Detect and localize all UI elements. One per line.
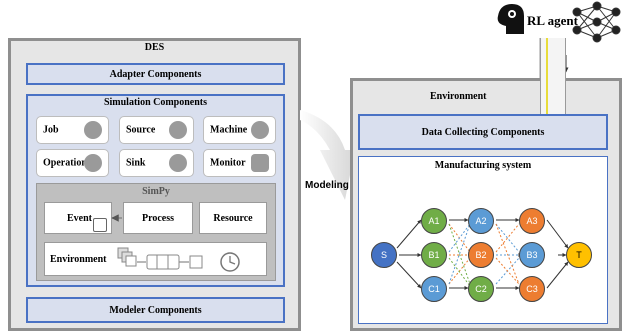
adapter-components: Adapter Components bbox=[26, 63, 285, 85]
data-collecting-components: Data Collecting Components bbox=[358, 114, 608, 150]
event-icon bbox=[93, 218, 107, 232]
node-a3: A3 bbox=[519, 208, 545, 234]
resource-label: Resource bbox=[213, 212, 253, 224]
process-box: Process bbox=[123, 202, 193, 234]
monitor-icon bbox=[251, 154, 269, 172]
sink-label: Sink bbox=[126, 157, 146, 169]
node-b2: B2 bbox=[468, 242, 494, 268]
environment-title: Environment bbox=[430, 91, 487, 102]
rl-agent-label: RL agent bbox=[527, 13, 578, 28]
head-gear-icon bbox=[497, 4, 524, 34]
modeling-label: Modeling bbox=[305, 180, 349, 191]
operation-icon bbox=[84, 154, 102, 172]
monitor-component: Monitor bbox=[203, 149, 276, 177]
machine-component: Machine bbox=[203, 116, 276, 144]
manufacturing-system-title: Manufacturing system bbox=[434, 160, 532, 171]
sink-icon bbox=[169, 154, 187, 172]
node-b1: B1 bbox=[421, 242, 447, 268]
node-b3: B3 bbox=[519, 242, 545, 268]
sink-component: Sink bbox=[119, 149, 194, 177]
modeling-arrow bbox=[300, 110, 355, 200]
job-component: Job bbox=[36, 116, 109, 144]
simulation-components-title: Simulation Components bbox=[103, 97, 208, 108]
operation-label: Operation bbox=[43, 157, 87, 169]
simpy-title: SimPy bbox=[142, 186, 170, 197]
source-component: Source bbox=[119, 116, 194, 144]
job-icon bbox=[84, 121, 102, 139]
resource-box: Resource bbox=[199, 202, 267, 234]
manufacturing-graph bbox=[396, 218, 569, 290]
simpy-environment-label: Environment bbox=[50, 254, 107, 265]
operation-component: Operation bbox=[36, 149, 109, 177]
monitor-label: Monitor bbox=[210, 157, 246, 169]
source-label: Source bbox=[126, 124, 156, 136]
rl-channel-yellow-line bbox=[546, 38, 548, 128]
machine-label: Machine bbox=[210, 124, 248, 136]
environment-timeline-icon bbox=[117, 247, 240, 272]
modeler-components: Modeler Components bbox=[26, 297, 285, 323]
node-c2: C2 bbox=[468, 276, 494, 302]
machine-gear-icon bbox=[251, 121, 269, 139]
process-label: Process bbox=[141, 212, 175, 224]
neural-network-icon bbox=[572, 1, 621, 43]
job-label: Job bbox=[43, 124, 59, 136]
source-icon bbox=[169, 121, 187, 139]
node-a1: A1 bbox=[421, 208, 447, 234]
rl-channel bbox=[540, 38, 566, 128]
node-s: S bbox=[371, 242, 397, 268]
node-c1: C1 bbox=[421, 276, 447, 302]
node-c3: C3 bbox=[519, 276, 545, 302]
event-label: Event bbox=[67, 212, 92, 224]
node-t: T bbox=[566, 242, 592, 268]
node-a2: A2 bbox=[468, 208, 494, 234]
des-title: DES bbox=[144, 42, 165, 53]
